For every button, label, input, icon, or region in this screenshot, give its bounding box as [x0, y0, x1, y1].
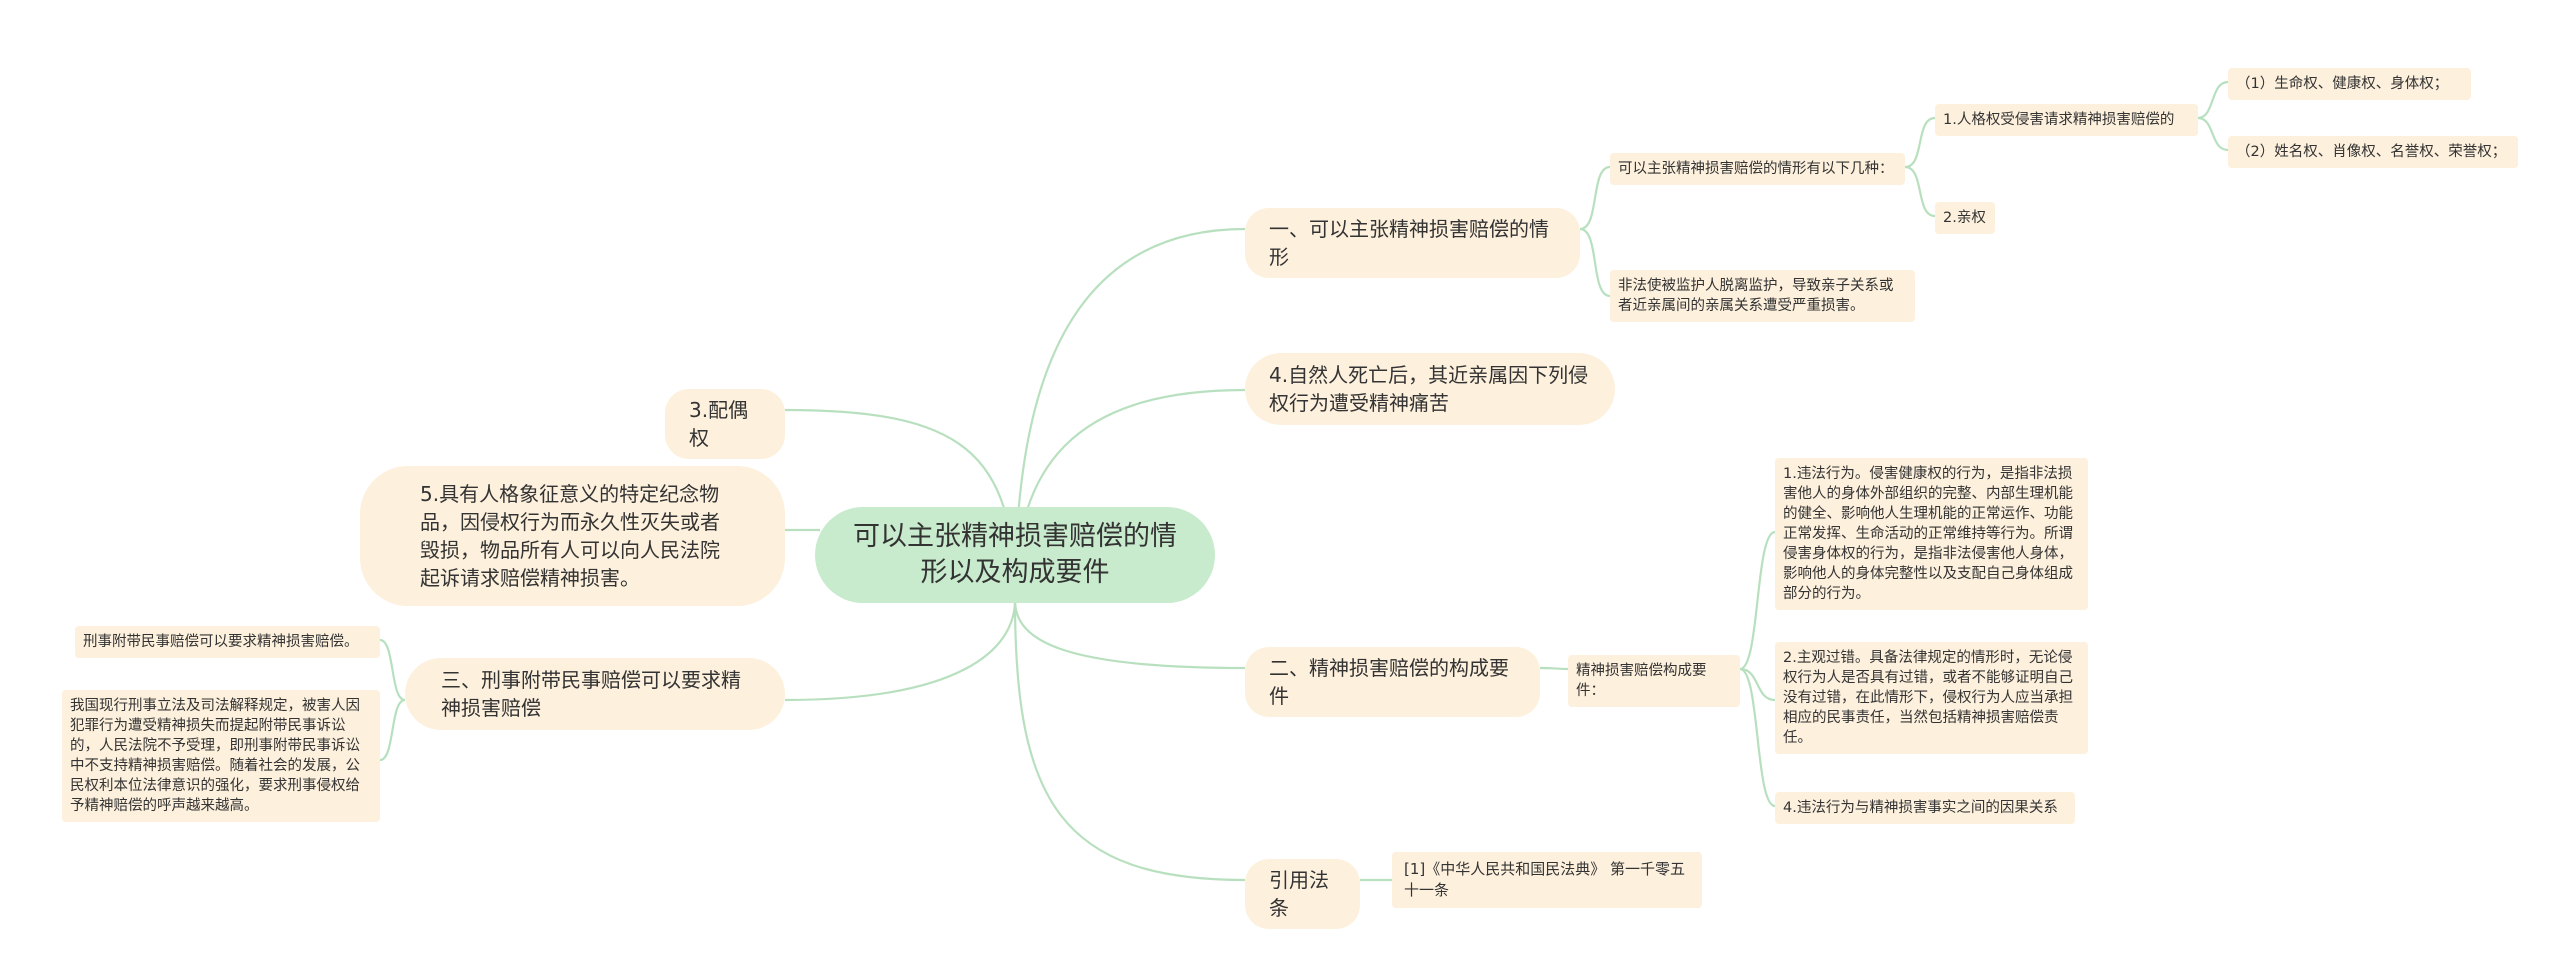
branch-elements[interactable]: 二、精神损害赔偿的构成要件 — [1245, 647, 1540, 717]
branch-situations[interactable]: 一、可以主张精神损害赔偿的情形 — [1245, 208, 1580, 278]
situations-intro[interactable]: 可以主张精神损害赔偿的情形有以下几种： — [1610, 153, 1905, 185]
link-intro-personality — [1904, 116, 1936, 169]
root-topic[interactable]: 可以主张精神损害赔偿的情形以及构成要件 — [815, 507, 1215, 603]
elements-e1[interactable]: 1.违法行为。侵害健康权的行为，是指非法损害他人的身体外部组织的完整、内部生理机… — [1775, 458, 2088, 610]
link-intro-kinship — [1904, 165, 1936, 218]
elements-e4[interactable]: 4.违法行为与精神损害事实之间的因果关系 — [1775, 792, 2075, 824]
situations-item1[interactable]: （1）生命权、健康权、身体权； — [2228, 68, 2471, 100]
link-situations-intro — [1579, 165, 1611, 231]
situations-guardianship[interactable]: 非法使被监护人脱离监护，导致亲子关系或者近亲属间的亲属关系遭受严重损害。 — [1610, 270, 1915, 322]
link-criminal-note1 — [379, 638, 406, 702]
elements-e2[interactable]: 2.主观过错。具备法律规定的情形时，无论侵权行为人是否具有过错，或者不能够证明自… — [1775, 642, 2088, 754]
link-root-criminal — [784, 599, 1017, 702]
link-root-elements — [1013, 599, 1246, 670]
branch-spouse[interactable]: 3.配偶权 — [665, 389, 785, 459]
link-elements-intro — [1539, 666, 1569, 671]
link-elements-e1 — [1739, 530, 1776, 671]
criminal-note1[interactable]: 刑事附带民事赔偿可以要求精神损害赔偿。 — [75, 626, 380, 658]
branch-memorial[interactable]: 5.具有人格象征意义的特定纪念物品，因侵权行为而永久性灭失或者毁损，物品所有人可… — [360, 466, 785, 606]
link-personality-item1 — [2197, 80, 2229, 120]
situations-item2[interactable]: （2）姓名权、肖像权、名誉权、荣誉权； — [2228, 136, 2518, 168]
link-situations-guard — [1579, 227, 1611, 298]
branch-criminal[interactable]: 三、刑事附带民事赔偿可以要求精神损害赔偿 — [405, 658, 785, 730]
citation-ref[interactable]: [1]《中华人民共和国民法典》 第一千零五十一条 — [1392, 852, 1702, 908]
link-personality-item2 — [2197, 116, 2229, 152]
link-root-citation — [1013, 599, 1246, 882]
branch-citation[interactable]: 引用法条 — [1245, 859, 1360, 929]
situations-kinship[interactable]: 2.亲权 — [1935, 202, 1995, 234]
link-elements-e4 — [1739, 667, 1776, 808]
link-criminal-note2 — [379, 698, 406, 762]
elements-intro[interactable]: 精神损害赔偿构成要件： — [1568, 655, 1740, 707]
branch-deceased[interactable]: 4.自然人死亡后，其近亲属因下列侵权行为遭受精神痛苦 — [1245, 353, 1615, 425]
situations-personality[interactable]: 1.人格权受侵害请求精神损害赔偿的 — [1935, 104, 2198, 136]
link-elements-e2 — [1739, 667, 1776, 702]
criminal-note2[interactable]: 我国现行刑事立法及司法解释规定，被害人因犯罪行为遭受精神损失而提起附带民事诉讼的… — [62, 690, 380, 822]
